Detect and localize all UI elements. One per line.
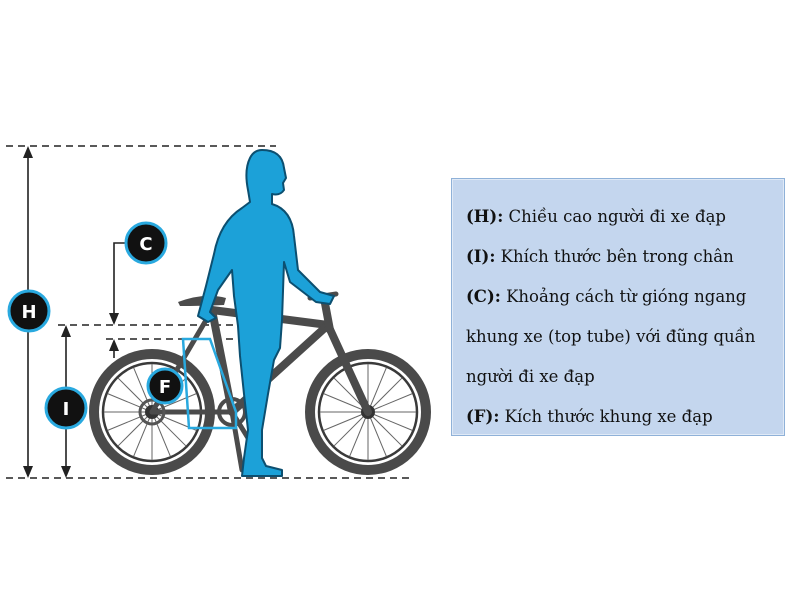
legend-text: khung xe (top tube) với đũng quần	[466, 327, 756, 346]
legend-line-c-cont-1: khung xe (top tube) với đũng quần	[466, 317, 774, 357]
legend-key: (C):	[466, 287, 501, 306]
legend-key: (F):	[466, 407, 500, 426]
wheel-spoke	[349, 411, 369, 457]
legend-text: Khích thước bên trong chân	[495, 247, 734, 266]
wheel-spoke	[151, 393, 197, 413]
wheel-spoke	[117, 411, 153, 447]
legend-text: Kích thước khung xe đạp	[499, 407, 713, 426]
wheel-spoke	[333, 411, 369, 447]
marker-c: C	[124, 221, 168, 265]
marker-h-label: H	[21, 302, 36, 323]
legend-line-i: (I): Khích thước bên trong chân	[466, 237, 774, 277]
wheel-spoke	[323, 393, 369, 413]
wheel-spoke	[133, 367, 153, 413]
legend-text: Khoảng cách từ gióng ngang	[500, 287, 747, 306]
frame-size-outline	[181, 337, 238, 430]
wheel-spoke	[367, 367, 387, 413]
rider-silhouette	[197, 149, 335, 477]
wheel-spoke	[367, 411, 387, 457]
marker-f-label: F	[159, 377, 171, 398]
wheel-spoke	[151, 411, 187, 447]
legend-key: (I):	[466, 247, 496, 266]
legend-line-c-cont-2: người đi xe đạp	[466, 357, 774, 397]
wheel-spoke	[107, 411, 153, 431]
marker-i-label: I	[63, 399, 70, 420]
wheel-spoke	[323, 411, 369, 431]
wheel-spoke	[367, 411, 403, 447]
wheel-spoke	[107, 393, 153, 413]
legend-line-c: (C): Khoảng cách từ gióng ngang	[466, 277, 774, 317]
wheel-spoke	[367, 377, 403, 413]
marker-h: H	[7, 289, 51, 333]
marker-f: F	[146, 367, 184, 405]
legend-key: (H):	[466, 207, 504, 226]
legend-box: (H): Chiều cao người đi xe đạp (I): Khíc…	[451, 178, 785, 436]
marker-c-label: C	[139, 234, 152, 255]
wheel-spoke	[117, 377, 153, 413]
wheel-spoke	[367, 411, 413, 431]
wheel-spoke	[133, 411, 153, 457]
wheel-spoke	[367, 393, 413, 413]
legend-text: Chiều cao người đi xe đạp	[503, 207, 726, 226]
c-leader-arrow	[109, 242, 128, 358]
wheel-spoke	[151, 411, 171, 457]
legend-line-h: (H): Chiều cao người đi xe đạp	[466, 197, 774, 237]
legend-text: người đi xe đạp	[466, 367, 595, 386]
marker-i: I	[44, 386, 88, 430]
legend-line-f: (F): Kích thước khung xe đạp	[466, 397, 774, 437]
